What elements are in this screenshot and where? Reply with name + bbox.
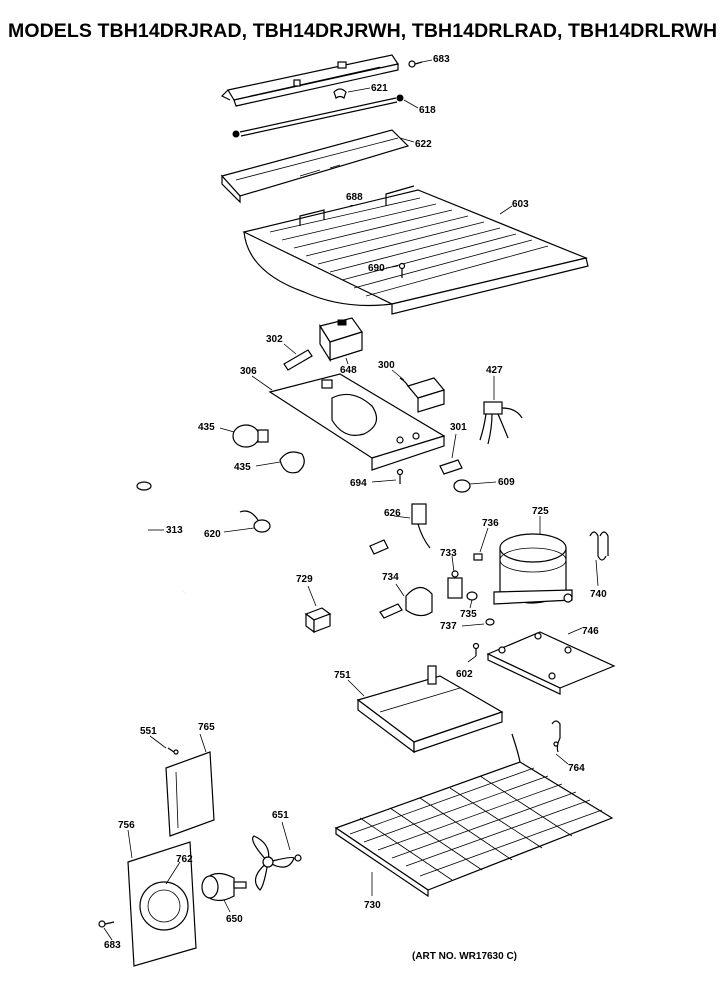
part-label-302: 302 — [266, 334, 283, 345]
part-313-drain-tube — [132, 481, 186, 601]
part-label-622: 622 — [415, 139, 432, 150]
part-label-435-bulb: 435 — [198, 422, 215, 433]
part-label-551: 551 — [140, 726, 157, 737]
part-734-guard — [379, 586, 433, 619]
part-651-fan-blade — [252, 835, 295, 891]
part-label-602: 602 — [456, 669, 473, 680]
part-746-mount-plate — [486, 631, 616, 695]
part-label-762: 762 — [176, 854, 193, 865]
part-650-motor — [201, 872, 247, 902]
part-765-panel — [165, 751, 215, 837]
part-622-channel — [220, 129, 410, 204]
part-651-nut — [294, 854, 302, 862]
part-label-765: 765 — [198, 722, 215, 733]
part-435-socket — [279, 451, 305, 474]
part-label-603: 603 — [512, 199, 529, 210]
part-label-688: 688 — [346, 192, 363, 203]
part-label-306: 306 — [240, 366, 257, 377]
part-736-clip — [473, 553, 483, 561]
part-label-729: 729 — [296, 574, 313, 585]
part-label-694: 694 — [350, 478, 367, 489]
part-label-751: 751 — [334, 670, 351, 681]
part-label-427: 427 — [486, 365, 503, 376]
part-683-bottom-screw — [98, 920, 115, 928]
part-683-screw — [408, 60, 423, 68]
page-title: MODELS TBH14DRJRAD, TBH14DRJRWH, TBH14DR… — [8, 20, 718, 42]
part-label-620: 620 — [204, 529, 221, 540]
part-751-drain-pan — [356, 665, 504, 754]
part-602-screw — [472, 642, 480, 656]
part-621-rail — [220, 54, 399, 107]
part-label-683-top: 683 — [433, 54, 450, 65]
part-label-683-bottom: 683 — [104, 940, 121, 951]
part-730-condenser — [334, 733, 614, 898]
part-621-clip — [333, 88, 347, 99]
part-label-734: 734 — [382, 572, 399, 583]
part-label-626: 626 — [384, 508, 401, 519]
part-733-relay — [447, 570, 463, 599]
part-551-screw — [167, 747, 179, 755]
part-737-washer — [485, 618, 495, 626]
part-label-725: 725 — [532, 506, 549, 517]
part-427-harness — [479, 401, 523, 445]
part-302-tube — [283, 349, 313, 371]
part-label-764: 764 — [568, 763, 585, 774]
part-label-733: 733 — [440, 548, 457, 559]
part-301-pin — [439, 459, 463, 475]
part-690-screw — [398, 262, 406, 278]
art-number: (ART NO. WR17630 C) — [412, 951, 518, 962]
part-label-746: 746 — [582, 626, 599, 637]
part-label-651: 651 — [272, 810, 289, 821]
part-label-756: 756 — [118, 820, 135, 831]
part-620-connector — [239, 510, 271, 533]
part-label-313: 313 — [166, 525, 183, 536]
part-label-435-socket: 435 — [234, 462, 251, 473]
part-label-650: 650 — [226, 914, 243, 925]
part-603-tray — [242, 185, 589, 315]
part-label-690: 690 — [368, 263, 385, 274]
part-618-rod — [232, 94, 404, 138]
part-648-control — [319, 317, 363, 363]
part-label-300: 300 — [378, 360, 395, 371]
part-725-compressor — [493, 533, 573, 605]
part-label-735: 735 — [460, 609, 477, 620]
part-label-736: 736 — [482, 518, 499, 529]
part-label-618: 618 — [419, 105, 436, 116]
part-729-capacitor — [304, 607, 332, 634]
part-306-housing — [268, 373, 446, 471]
part-694-screw — [396, 468, 404, 484]
part-756-shroud — [127, 841, 197, 967]
part-300-switch — [399, 377, 446, 413]
part-label-737: 737 — [440, 621, 457, 632]
part-764-clip — [551, 720, 561, 753]
part-label-621: 621 — [371, 83, 388, 94]
part-609-nut — [453, 479, 471, 493]
part-626-overload — [369, 503, 431, 555]
part-label-301: 301 — [450, 422, 467, 433]
part-label-730: 730 — [364, 900, 381, 911]
part-label-740: 740 — [590, 589, 607, 600]
part-label-648: 648 — [340, 365, 357, 376]
part-435-bulb — [232, 424, 269, 448]
part-label-609: 609 — [498, 477, 515, 488]
part-740-clip — [589, 531, 609, 561]
part-735-grommet — [466, 591, 478, 601]
